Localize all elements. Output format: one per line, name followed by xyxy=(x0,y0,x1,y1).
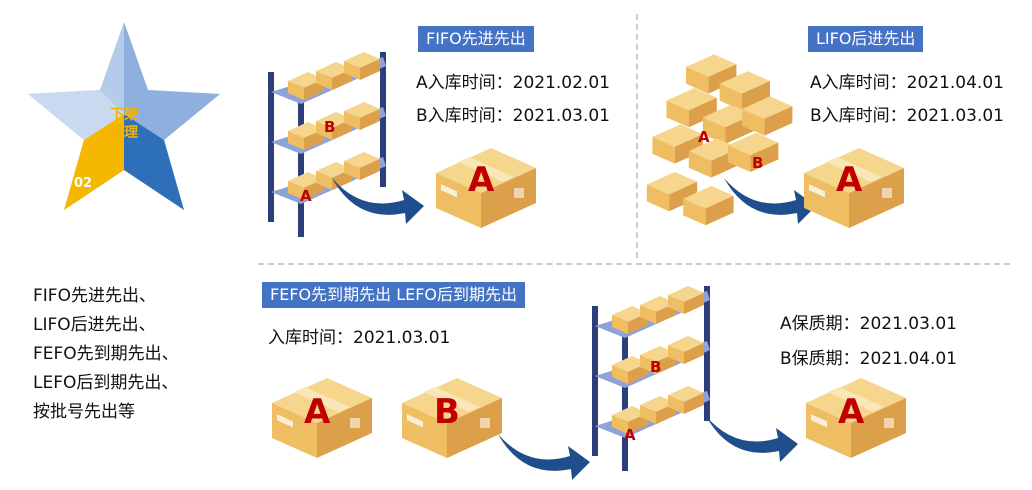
method-list-item: 按批号先出等 xyxy=(33,402,135,422)
fifo-line-a: A入库时间：2021.02.01 xyxy=(416,73,610,93)
method-list-item: FIFO先进先出、 xyxy=(33,286,156,306)
lifo-stack-label-a: A xyxy=(698,128,710,146)
horizontal-divider xyxy=(258,263,1010,265)
fefo-shelf-label-a: A xyxy=(624,426,636,444)
fefo-inbound-time: 入库时间：2021.03.01 xyxy=(268,328,451,348)
lifo-box-letter: A xyxy=(836,160,863,200)
badge-number: 02 xyxy=(74,176,93,191)
fefo-shelf-icon xyxy=(592,286,722,476)
fifo-line-b: B入库时间：2021.03.01 xyxy=(416,106,610,126)
fefo-banner: FEFO先到期先出 LEFO后到期先出 xyxy=(262,282,526,308)
fifo-shelf-label-a: A xyxy=(300,187,312,205)
method-list-item: LIFO后进先出、 xyxy=(33,315,156,335)
star-badge-icon xyxy=(28,22,220,210)
badge-title-line2: 管理 xyxy=(110,125,138,141)
fefo-expiry-b: B保质期：2021.04.01 xyxy=(780,349,957,369)
lifo-line-a: A入库时间：2021.04.01 xyxy=(810,73,1004,93)
lifo-line-b: B入库时间：2021.03.01 xyxy=(810,106,1004,126)
method-list: FIFO先进先出、 LIFO后进先出、 FEFO先到期先出、 LEFO后到期先出… xyxy=(33,282,179,427)
fefo-box-b-letter: B xyxy=(434,392,460,432)
fefo-arrow-in-icon xyxy=(498,434,590,480)
fifo-box-letter: A xyxy=(468,160,495,200)
fefo-arrow-out-icon xyxy=(706,416,798,462)
lifo-banner: LIFO后进先出 xyxy=(808,26,924,52)
badge-title-line1: 下架 xyxy=(110,107,138,123)
fefo-expiry-a: A保质期：2021.03.01 xyxy=(780,314,957,334)
badge-title: 下架 管理 xyxy=(104,106,144,142)
lifo-stack-label-b: B xyxy=(752,154,764,172)
fifo-banner: FIFO先进先出 xyxy=(418,26,534,52)
fifo-shelf-label-b: B xyxy=(324,118,336,136)
fifo-arrow-icon xyxy=(332,178,424,224)
method-list-item: FEFO先到期先出、 xyxy=(33,344,179,364)
fefo-box-a-letter: A xyxy=(304,392,331,432)
fefo-shelf-label-b: B xyxy=(650,358,662,376)
vertical-divider xyxy=(636,14,638,258)
method-list-item: LEFO后到期先出、 xyxy=(33,373,179,393)
fefo-out-box-letter: A xyxy=(838,392,865,432)
